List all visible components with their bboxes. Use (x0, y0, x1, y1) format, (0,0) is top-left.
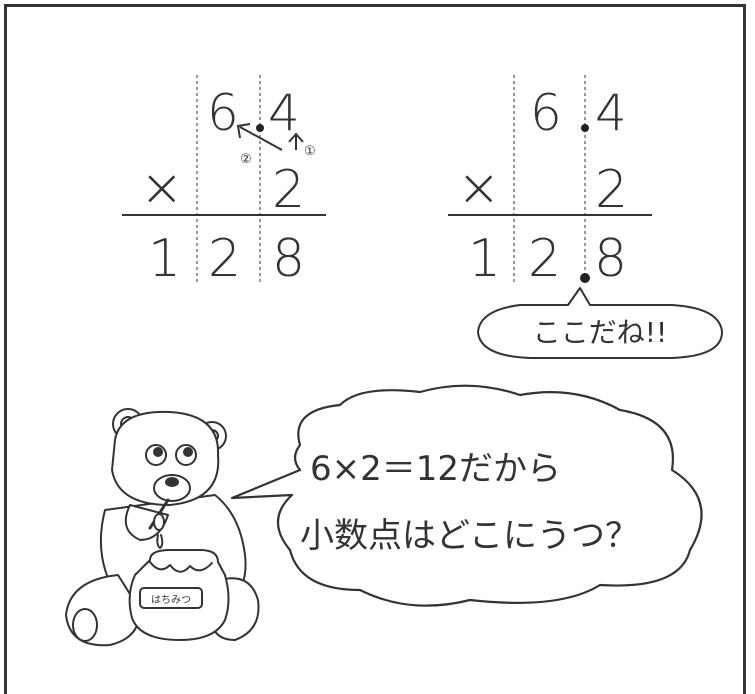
honey-drip-icon (156, 534, 164, 549)
right-product-digit-2: 2 (528, 229, 561, 289)
left-step1-mark: ① (304, 144, 316, 159)
jar-label: はちみつ (151, 594, 191, 606)
bear-speech-bubble: 6×2＝12だから 小数点はどこにうつ？ (230, 384, 703, 607)
left-multiplicand-tenths: 4 (268, 84, 300, 142)
left-multiplicand-ones: 6 (207, 84, 239, 142)
left-multiplier: 2 (272, 160, 305, 220)
left-arrow-step2 (239, 126, 283, 151)
speech-line-2: 小数点はどこにうつ？ (300, 516, 639, 556)
left-arrow-step2-head (236, 123, 251, 139)
bear-muzzle (153, 474, 191, 502)
callout-bubble: ここだね!! (477, 287, 723, 359)
page-frame (4, 4, 746, 694)
left-product-digit-3: 8 (272, 229, 305, 289)
right-multiplicand-ones: 6 (530, 84, 562, 142)
right-decimal-point-top (581, 124, 589, 132)
left-arrow-step1-head (288, 132, 304, 143)
right-multiplier: 2 (595, 160, 628, 220)
right-operator: × (457, 158, 501, 218)
callout-text: ここだね!! (533, 316, 667, 349)
left-step2-mark: ② (240, 152, 252, 167)
left-product-digit-1: 1 (148, 229, 181, 289)
left-decimal-point (256, 124, 264, 132)
left-multiplication: 6 4 ① ② × 2 1 2 8 (122, 75, 326, 289)
bear-icon (65, 408, 260, 647)
right-decimal-point-answer (580, 273, 590, 283)
callout-outline (477, 287, 723, 359)
speech-cloud-outline (230, 384, 703, 607)
left-product-digit-2: 2 (208, 229, 241, 289)
speech-line-1: 6×2＝12だから (310, 449, 561, 489)
right-multiplication: 6 4 × 2 1 2 8 ここだね!! (448, 75, 723, 359)
left-operator: × (140, 158, 184, 218)
right-multiplicand-tenths: 4 (595, 84, 627, 142)
jar-label-box (139, 587, 203, 609)
right-product-digit-3: 8 (594, 229, 627, 289)
right-product-digit-1: 1 (468, 229, 501, 289)
